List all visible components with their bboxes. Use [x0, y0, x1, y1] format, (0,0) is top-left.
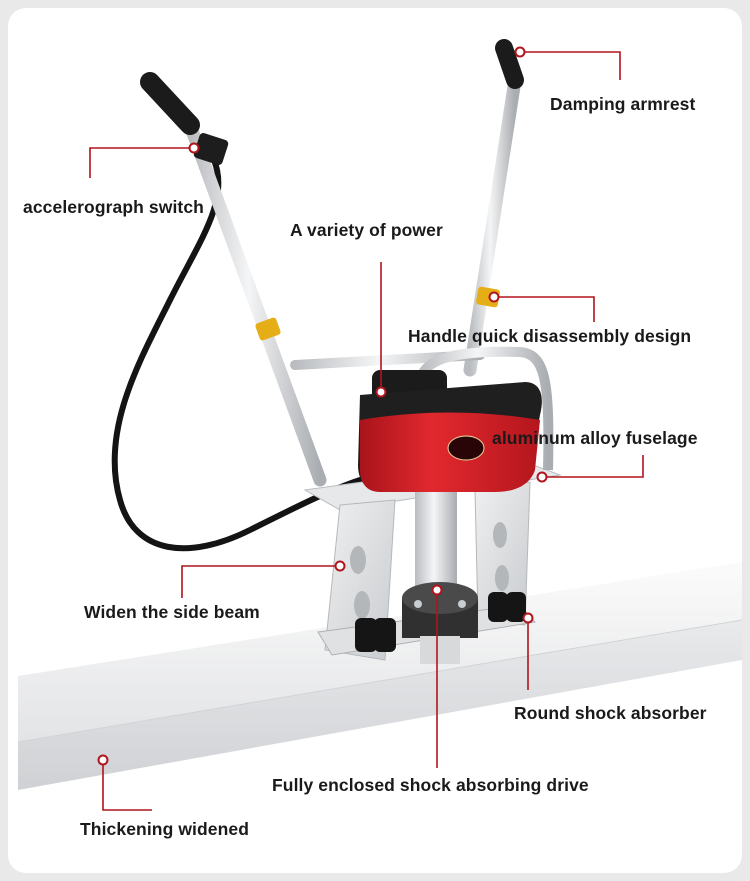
leader-dot-icon	[522, 612, 534, 624]
label-accelerograph-switch: accelerograph switch	[23, 197, 204, 217]
leader-dot-icon	[97, 754, 109, 766]
leader-dot-icon	[334, 560, 346, 572]
right-handle	[463, 39, 524, 377]
label-round-shock-absorber: Round shock absorber	[514, 703, 707, 723]
label-thickening-widened: Thickening widened	[80, 819, 250, 839]
engine	[358, 370, 542, 492]
throttle-cable	[111, 157, 363, 552]
leader-dot-icon	[514, 46, 526, 58]
label-damping-armrest: Damping armrest	[550, 94, 696, 114]
label-handle-quick-disassembly: Handle quick disassembly design	[408, 326, 692, 346]
leader-dot-icon	[431, 584, 443, 596]
label-widen-side-beam: Widen the side beam	[84, 602, 260, 622]
leader-dots	[97, 46, 548, 766]
leader-dot-icon	[488, 291, 500, 303]
label-fully-enclosed-drive: Fully enclosed shock absorbing drive	[272, 775, 589, 795]
left-handle	[140, 72, 327, 487]
leader-dot-icon	[375, 386, 387, 398]
enclosed-drive	[402, 490, 478, 664]
label-aluminum-alloy-fuselage: aluminum alloy fuselage	[492, 428, 698, 448]
leader-dot-icon	[188, 142, 200, 154]
leader-dot-icon	[536, 471, 548, 483]
label-variety-of-power: A variety of power	[290, 220, 443, 240]
leader-lines	[89, 51, 644, 811]
round-shock-absorbers	[355, 592, 526, 652]
